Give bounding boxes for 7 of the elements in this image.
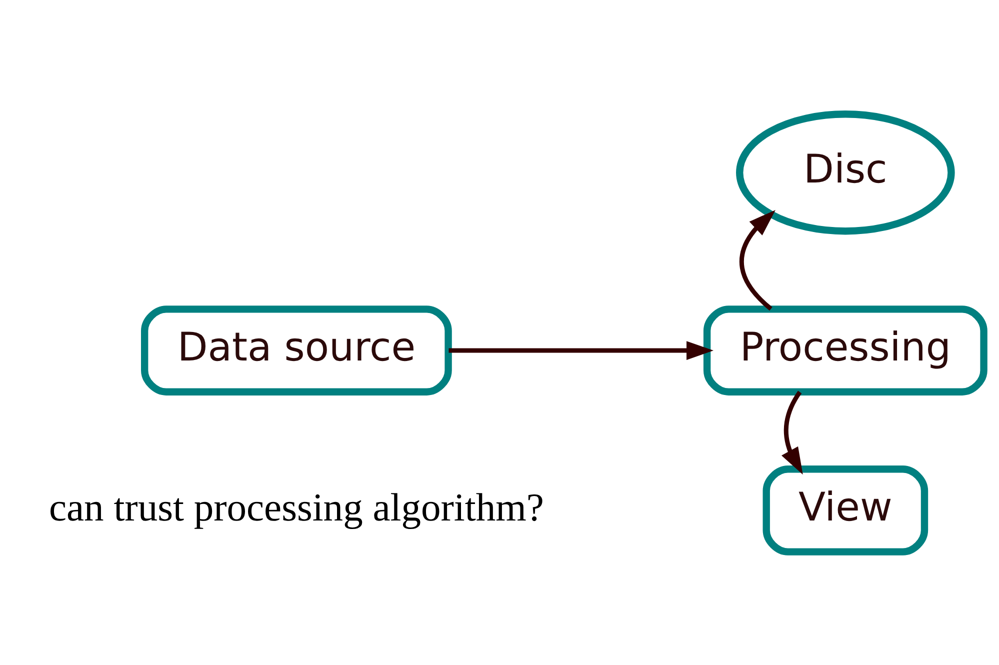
label: can trust processing algorithm? — [48, 485, 544, 530]
arrow — [448, 340, 714, 360]
arrow — [739, 210, 776, 310]
node-box: Processing — [703, 305, 988, 395]
arrow — [781, 390, 803, 474]
node-box: View — [762, 465, 928, 555]
node-box: Data source — [141, 305, 452, 395]
